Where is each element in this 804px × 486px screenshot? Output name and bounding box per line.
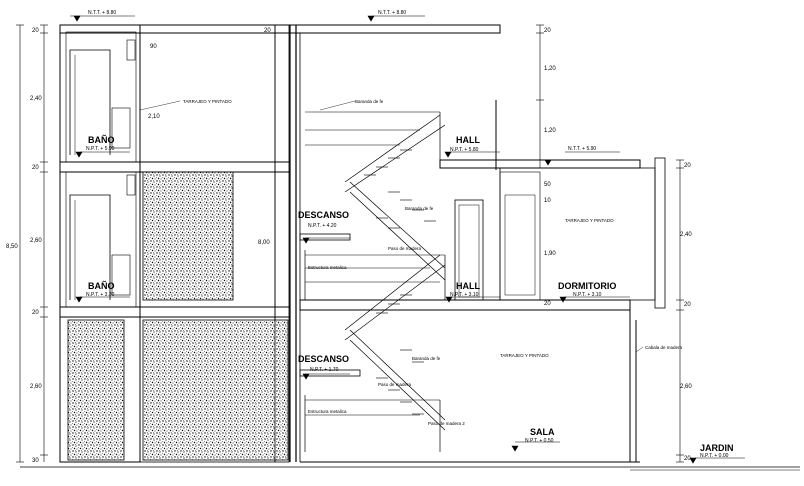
dim-dorm-20: 20 bbox=[544, 301, 551, 307]
level-bano-lower: N.P.T. + 3.30 bbox=[86, 292, 115, 298]
level-top-mid: N.T.T. + 8.80 bbox=[378, 10, 406, 16]
room-bano-upper: BAÑO bbox=[88, 135, 115, 145]
room-sala: SALA bbox=[530, 427, 555, 437]
level-sala: N.P.T. + 0.50 bbox=[525, 438, 554, 444]
level-descanso-lower: N.P.T. + 1.70 bbox=[310, 367, 339, 373]
dim-right-4: 20 bbox=[684, 163, 691, 169]
note-tarrajeo-1: TARRAJEO Y PINTADO bbox=[183, 99, 232, 104]
level-ntt-590: N.T.T. + 5.90 bbox=[568, 146, 596, 152]
note-paso-3: Paso de madera 2 bbox=[428, 421, 465, 426]
level-markers bbox=[70, 15, 745, 464]
room-dormitorio: DORMITORIO bbox=[558, 281, 616, 291]
room-descanso-lower: DESCANSO bbox=[298, 354, 349, 364]
middle-block bbox=[139, 24, 297, 463]
note-estructura-2: Estructura metalica bbox=[308, 409, 347, 414]
room-descanso-upper: DESCANSO bbox=[298, 210, 349, 220]
concrete-panel-left bbox=[67, 319, 125, 461]
stair-hall bbox=[299, 33, 641, 462]
dim-left-5: 20 bbox=[32, 310, 39, 316]
dim-overall-left: 8,50 bbox=[6, 244, 18, 250]
dim-dorm-190: 1,90 bbox=[544, 251, 556, 257]
level-bano-upper: N.P.T. + 5.90 bbox=[86, 146, 115, 152]
note-cabala: Cabala de madera bbox=[645, 345, 683, 350]
left-dimensions bbox=[16, 24, 48, 463]
note-tarrajeo-2: TARRAJEO Y PINTADO bbox=[565, 218, 614, 223]
room-hall-upper: HALL bbox=[456, 135, 480, 145]
note-baranda-3: Baranda de fe bbox=[412, 356, 441, 361]
right-dimensions bbox=[536, 24, 684, 463]
level-hall-upper: N.P.T. + 5.80 bbox=[450, 147, 479, 153]
note-paso-1: Paso de madera bbox=[388, 246, 422, 251]
dim-right-1: 20 bbox=[544, 28, 551, 34]
dim-overall-mid: 8,00 bbox=[258, 240, 270, 246]
level-hall-lower: N.P.T. + 3.10 bbox=[450, 292, 479, 298]
room-bano-lower: BAÑO bbox=[88, 281, 115, 291]
level-jardin: N.P.T. + 0.00 bbox=[700, 453, 729, 459]
dim-right-8: 20 bbox=[684, 456, 691, 462]
concrete-panel-mid-upper bbox=[142, 171, 234, 301]
note-estructura-1: Estructura metalica bbox=[308, 265, 347, 270]
dim-right-6: 20 bbox=[684, 302, 691, 308]
dim-win-90: 90 bbox=[150, 44, 157, 50]
dim-top-20-mid: 20 bbox=[264, 28, 271, 34]
level-descanso-upper: N.P.T. + 4.20 bbox=[308, 223, 337, 229]
dim-right-2: 1,20 bbox=[544, 66, 556, 72]
dim-left-3: 20 bbox=[32, 165, 39, 171]
dim-left-2: 2,40 bbox=[30, 96, 42, 102]
level-top-left: N.T.T. + 8.80 bbox=[88, 10, 116, 16]
dim-dorm-50: 50 bbox=[544, 182, 551, 188]
room-hall-lower: HALL bbox=[456, 281, 480, 291]
room-jardin: JARDIN bbox=[700, 443, 734, 453]
note-paso-2: Paso de madera bbox=[378, 382, 412, 387]
dim-right-3: 1,20 bbox=[544, 128, 556, 134]
note-baranda-2: Baranda de fe bbox=[405, 206, 434, 211]
left-block bbox=[59, 24, 291, 463]
dim-left-7: 30 bbox=[32, 458, 39, 464]
level-dormitorio: N.P.T. + 3.10 bbox=[573, 292, 602, 298]
dim-left-1: 20 bbox=[32, 28, 39, 34]
dim-win-210: 2,10 bbox=[148, 114, 160, 120]
dim-left-6: 2,60 bbox=[30, 384, 42, 390]
roof-slab bbox=[59, 24, 501, 34]
concrete-panel-mid-lower bbox=[142, 319, 289, 461]
dim-right-5: 2,40 bbox=[680, 232, 692, 238]
dim-left-4: 2,60 bbox=[30, 238, 42, 244]
note-tarrajeo-3: TARRAJEO Y PINTADO bbox=[500, 353, 549, 358]
dim-right-7: 2,60 bbox=[680, 384, 692, 390]
dormitorio-block bbox=[300, 157, 666, 463]
note-baranda-1: Baranda de fe bbox=[355, 99, 384, 104]
dim-dorm-10: 10 bbox=[544, 198, 551, 204]
